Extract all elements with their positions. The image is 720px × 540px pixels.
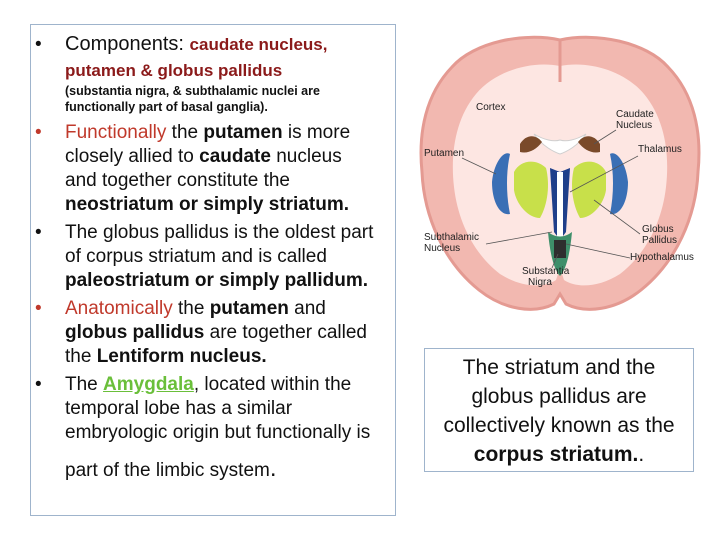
text-panel: • Components: caudate nucleus, putamen &… (30, 24, 396, 516)
third-ventricle (557, 172, 563, 252)
caption-line-4: corpus striatum.. (473, 443, 645, 466)
putamen-left (492, 153, 510, 215)
bullet-5-line-4: part of the limbic system. (65, 455, 277, 482)
bullet-2-line-4: neostriatum or simply striatum. (65, 194, 350, 215)
label-putamen: Putamen (424, 148, 464, 159)
label-cortex: Cortex (476, 102, 505, 113)
caption-line-2: globus pallidus are (471, 385, 647, 408)
bullet-3-line-3: paleostriatum or simply pallidum. (65, 270, 369, 291)
caption-line-3: collectively known as the (443, 414, 675, 437)
brain-diagram: Cortex Caudate Nucleus Putamen Thalamus … (419, 35, 701, 311)
bullet-1-line-2: putamen & globus pallidus (65, 61, 283, 80)
label-subthalamic-2: Nucleus (424, 243, 460, 254)
globus-pallidus-left (514, 161, 548, 218)
label-substantia-2: Nigra (528, 277, 552, 288)
leader-lines (461, 129, 641, 269)
bullet-4-line-2: globus pallidus are together called (65, 322, 368, 343)
caudate-nucleus-right (578, 136, 600, 153)
bullet-3-line-2: of corpus striatum and is called (65, 246, 327, 267)
substantia-nigra (554, 240, 566, 258)
label-globus-1: Globus (642, 224, 674, 235)
bullet-5-dot: • (35, 374, 42, 395)
note-line-1: (substantia nigra, & subthalamic nuclei … (65, 84, 320, 98)
globus-pallidus-right (572, 161, 606, 218)
label-hypothalamus: Hypothalamus (630, 252, 694, 263)
bullet-5-line-1: The Amygdala, located within the (65, 374, 352, 395)
caption-box: The striatum and the globus pallidus are… (424, 348, 694, 472)
label-caudate-2: Nucleus (616, 120, 652, 131)
note-line-2: functionally part of basal ganglia). (65, 100, 268, 114)
bullet-4-line-1: Anatomically the putamen and (65, 298, 326, 319)
bullet-3-line-1: The globus pallidus is the oldest part (65, 222, 374, 243)
bullet-1-dot: • (35, 34, 42, 55)
label-globus-2: Pallidus (642, 235, 677, 246)
bullet-5-line-2: temporal lobe has a similar (65, 398, 293, 419)
bullet-2-line-1: Functionally the putamen is more (65, 122, 351, 143)
label-caudate-1: Caudate (616, 109, 654, 120)
amygdala-link[interactable]: Amygdala (103, 374, 194, 395)
bullet-4-dot: • (35, 298, 42, 319)
label-thalamus: Thalamus (638, 144, 682, 155)
bullet-2-line-2: closely allied to caudate nucleus (65, 146, 342, 167)
ventricle-shape (533, 133, 587, 155)
label-substantia-1: Substantia (522, 266, 570, 277)
bullet-4-line-3: the Lentiform nucleus. (65, 346, 267, 367)
bullet-5-line-3: embryologic origin but functionally is (65, 422, 371, 443)
caudate-nucleus-left (520, 136, 542, 153)
bullet-2-dot: • (35, 122, 42, 143)
bullet-2-line-3: and together constitute the (65, 170, 290, 191)
bullet-3-dot: • (35, 222, 42, 243)
caption-line-1: The striatum and the (462, 356, 656, 379)
label-subthalamic-1: Subthalamic (424, 232, 479, 243)
bullet-1-line-1: Components: caudate nucleus, (65, 33, 328, 55)
